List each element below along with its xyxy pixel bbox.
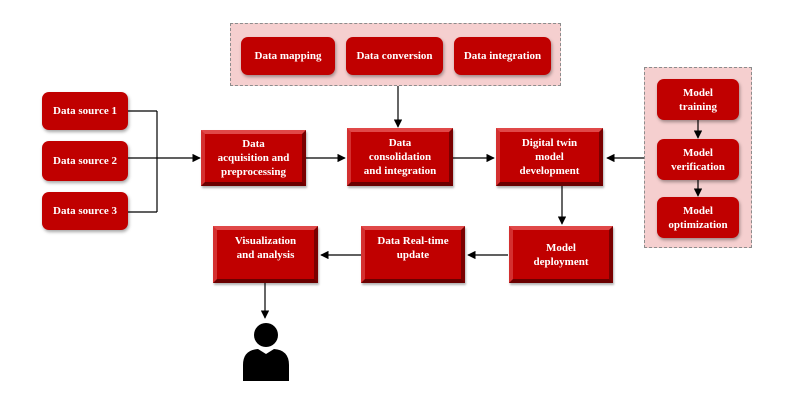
person-icon xyxy=(243,323,289,381)
data-source-3-node: Data source 3 xyxy=(42,192,128,230)
realtime-update-node: Data Real-time update xyxy=(361,226,465,283)
consolidation-integration-node: Data consolidation and integration xyxy=(347,128,453,186)
digital-twin-development-node: Digital twin model development xyxy=(496,128,603,186)
data-integration-node: Data integration xyxy=(454,37,551,75)
acquisition-preprocessing-node: Data acquisition and preprocessing xyxy=(201,130,306,186)
data-conversion-node: Data conversion xyxy=(346,37,443,75)
model-optimization-node: Model optimization xyxy=(657,197,739,238)
model-verification-node: Model verification xyxy=(657,139,739,180)
data-source-1-node: Data source 1 xyxy=(42,92,128,130)
model-deployment-node: Model deployment xyxy=(509,226,613,283)
data-mapping-node: Data mapping xyxy=(241,37,335,75)
visualization-analysis-node: Visualization and analysis xyxy=(213,226,318,283)
model-training-node: Model training xyxy=(657,79,739,120)
data-source-2-node: Data source 2 xyxy=(42,141,128,181)
